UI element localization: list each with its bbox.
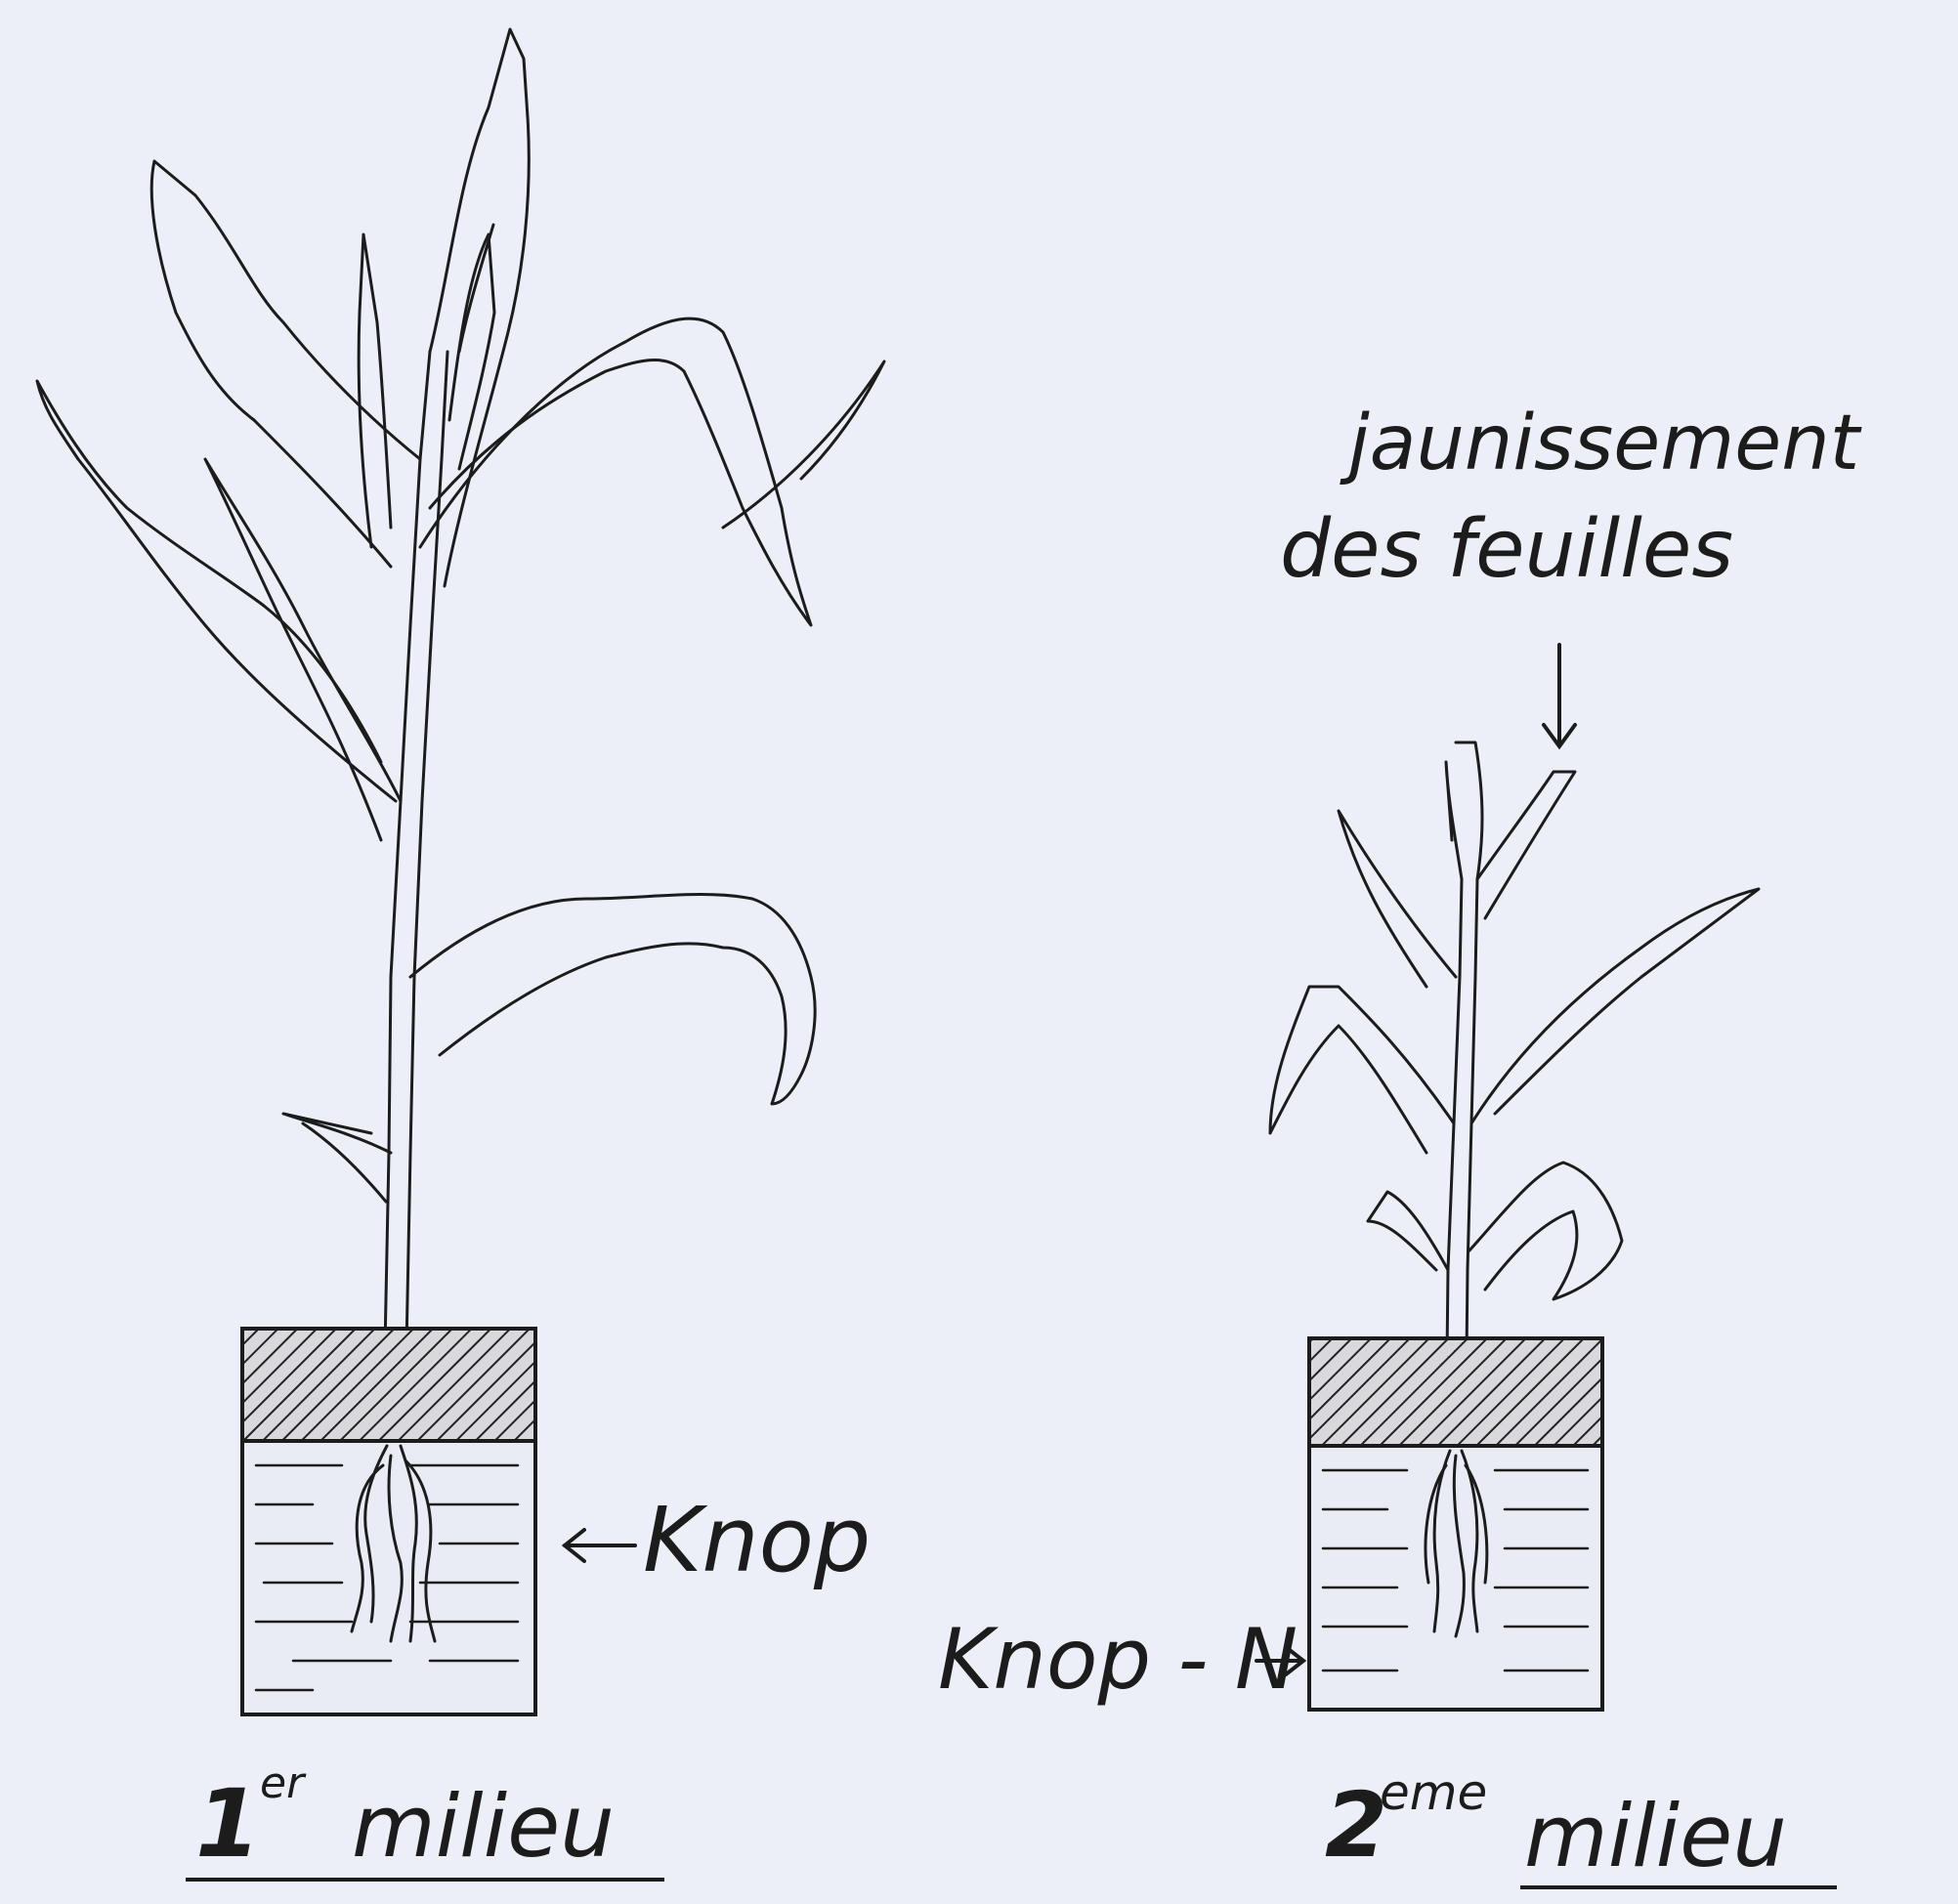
right-caption-word: milieu [1524,1786,1787,1886]
left-caption: 1 er milieu [186,1758,664,1880]
right-caption-superscript: eme [1380,1764,1487,1821]
right-pot-lid [1309,1338,1602,1446]
right-medium-label: Knop - N [938,1611,1298,1709]
left-caption-word: milieu [352,1776,615,1877]
left-caption-number: 1 [195,1769,261,1879]
left-pot [242,1329,535,1714]
left-caption-superscript: er [260,1758,307,1808]
right-caption-number: 2 [1325,1773,1387,1878]
right-pot [1309,1338,1602,1710]
left-pot-lid [242,1329,535,1441]
right-annotation-line1: jaunissement [1340,400,1862,487]
left-medium-label: Knop [643,1488,871,1592]
right-annotation-line2: des feuilles [1280,503,1733,596]
